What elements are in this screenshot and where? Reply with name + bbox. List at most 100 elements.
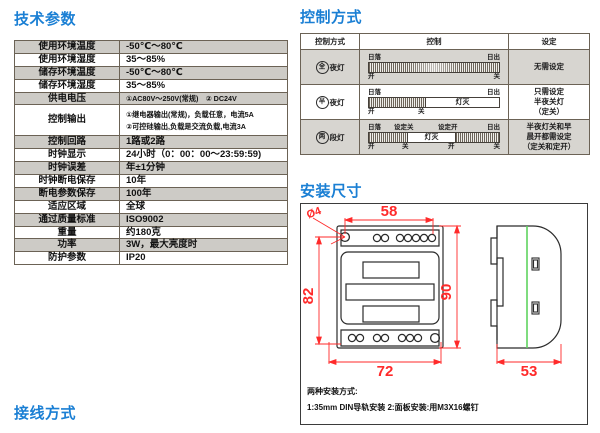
col-header-setting: 设定 bbox=[508, 33, 590, 50]
dim-label-side-width: 53 bbox=[521, 363, 538, 380]
page-title-control-mode: 控制方式 bbox=[300, 9, 363, 26]
dim-label-right-height: 90 bbox=[438, 284, 455, 301]
spec-key: 断电参数保存 bbox=[14, 186, 120, 201]
segment-on bbox=[368, 96, 426, 108]
table-row: 两 段灯 日落 设定关 设定开 日出 灯灭 bbox=[300, 119, 590, 155]
setting-line: （定关和定开） bbox=[522, 142, 576, 152]
spec-key: 储存环境温度 bbox=[14, 65, 120, 80]
setting-line: （定关） bbox=[534, 107, 564, 117]
segment-off: 灯灭 bbox=[408, 131, 456, 143]
spec-value: 约180克 bbox=[119, 225, 288, 240]
table-row: 使用环境温度 -50℃～80℃ bbox=[14, 40, 288, 54]
spec-key: 控制输出 bbox=[14, 104, 120, 137]
control-mode-table: 控制方式 控制 设定 全 夜灯 日落 日出 bbox=[300, 33, 590, 155]
mode-cell-full-night: 全 夜灯 bbox=[300, 49, 360, 85]
page-title-install-dimensions: 安装尺寸 bbox=[300, 183, 363, 200]
side-slots bbox=[531, 257, 540, 315]
spec-value: -50℃～80℃ bbox=[119, 65, 288, 80]
table-row: 供电电压 ①AC80V～250V(常规) ② DC24V bbox=[14, 91, 288, 106]
setting-cell-two-stage: 半夜灯关和早 晨开都需设定 （定关和定开） bbox=[508, 119, 590, 155]
spec-key: 使用环境湿度 bbox=[14, 52, 120, 67]
segment-off: 灯灭 bbox=[426, 96, 500, 108]
segment-on-first bbox=[368, 131, 408, 143]
bar-label-bottom-mid: 关 bbox=[418, 107, 425, 115]
spec-key: 重量 bbox=[14, 225, 120, 240]
install-dimension-diagram: 58 90 82 72 53 Ø4 两种安装方式: 1:35mm DIN导轨安装… bbox=[300, 203, 588, 425]
device-front-outline bbox=[336, 225, 444, 349]
spec-value: IP20 bbox=[119, 251, 288, 266]
table-row: 使用环境湿度 35～85% bbox=[14, 52, 288, 67]
table-row: 全 夜灯 日落 日出 开 关 bbox=[300, 49, 590, 85]
terminal-holes-top bbox=[372, 233, 437, 243]
table-row: 时钟显示 24小时（0：00：00～23:59:59) bbox=[14, 148, 288, 163]
setting-line: 半夜关灯 bbox=[534, 96, 564, 106]
device-front-faceplate bbox=[340, 251, 440, 325]
badge-icon: 半 bbox=[315, 95, 329, 109]
table-row: 时钟误差 年±1分钟 bbox=[14, 161, 288, 175]
terminal-holes-bottom bbox=[347, 333, 423, 343]
timeline-bar bbox=[368, 61, 500, 73]
bar-label-b1: 开 bbox=[368, 142, 375, 150]
control-mode-body: 控制方式 控制 设定 全 夜灯 日落 日出 bbox=[300, 33, 590, 155]
setting-line: 晨开都需设定 bbox=[526, 131, 572, 141]
spec-key: 使用环境温度 bbox=[14, 40, 120, 54]
tech-params-table: 使用环境温度 -50℃～80℃ 使用环境湿度 35～85% 储存环境温度 -50… bbox=[14, 40, 288, 266]
spec-value: 3W，最大亮度时 bbox=[119, 238, 288, 253]
install-caption-line-2: 1:35mm DIN导轨安装 2:面板安装:用M3X16螺钉 bbox=[307, 403, 479, 412]
table-row: 防护参数 IP20 bbox=[14, 251, 288, 266]
dim-label-left-height: 82 bbox=[301, 288, 317, 305]
bar-label-bottom-left: 开 bbox=[368, 107, 375, 115]
install-caption-line-1: 两种安装方式: bbox=[307, 387, 358, 396]
table-row: 适应区域 全球 bbox=[14, 199, 288, 214]
bar-label-bottom-left: 开 bbox=[368, 72, 375, 80]
bar-label-t2: 设定关 bbox=[394, 123, 414, 131]
table-row: 通过质量标准 ISO9002 bbox=[14, 212, 288, 227]
bar-label-top-left: 日落 bbox=[368, 53, 381, 61]
setting-cell-half-night: 只需设定 半夜关灯 （定关） bbox=[508, 84, 590, 120]
spec-key: 通过质量标准 bbox=[14, 212, 120, 227]
spec-key: 时钟误差 bbox=[14, 161, 120, 175]
mode-label: 夜灯 bbox=[329, 62, 345, 72]
mode-cell-half-night: 半 夜灯 bbox=[300, 84, 360, 120]
spec-value: 100年 bbox=[119, 186, 288, 201]
table-row: 储存环境湿度 35～85% bbox=[14, 78, 288, 93]
dim-label-top-width: 58 bbox=[381, 204, 398, 220]
bar-label-b4: 关 bbox=[493, 142, 501, 150]
dim-label-bottom-width: 72 bbox=[377, 363, 394, 380]
spec-value: 35～85% bbox=[119, 78, 288, 93]
spec-value-line-2: ②可控硅输出,负载是交流负载,电流3A bbox=[126, 121, 246, 131]
setting-cell-full-night: 无需设定 bbox=[508, 49, 590, 85]
control-diagram-full-night: 日落 日出 开 关 bbox=[359, 49, 509, 85]
control-diagram-half-night: 日落 日出 灯灭 开 关 bbox=[359, 84, 509, 120]
terminal-strip-bottom bbox=[340, 329, 440, 347]
bar-label-t4: 日出 bbox=[487, 123, 500, 131]
table-row: 控制回路 1路或2路 bbox=[14, 135, 288, 150]
bar-label-t3: 设定开 bbox=[438, 123, 458, 131]
spec-key: 供电电压 bbox=[14, 91, 120, 106]
table-row: 断电参数保存 100年 bbox=[14, 186, 288, 201]
terminal-strip-top bbox=[340, 229, 440, 247]
spec-value: ①AC80V～250V(常规) ② DC24V bbox=[119, 91, 288, 106]
page-title-wiring: 接线方式 bbox=[14, 405, 77, 422]
table-row: 控制输出 ①继电器输出(常规)，负载任意，电流5A ②可控硅输出,负载是交流负载… bbox=[14, 104, 288, 137]
tech-params-body: 使用环境温度 -50℃～80℃ 使用环境湿度 35～85% 储存环境温度 -50… bbox=[14, 40, 288, 266]
spec-key: 储存环境湿度 bbox=[14, 78, 120, 93]
display-window-middle bbox=[345, 283, 435, 301]
table-header-row: 控制方式 控制 设定 bbox=[300, 33, 590, 50]
dim-label-hole-diameter: Ø4 bbox=[305, 205, 324, 222]
bar-label-b3: 开 bbox=[448, 142, 455, 150]
spec-value-line-1: ①继电器输出(常规)，负载任意，电流5A bbox=[126, 109, 254, 119]
bar-label-top-left: 日落 bbox=[368, 88, 381, 96]
bar-label-top-right: 日出 bbox=[487, 53, 500, 61]
spec-key: 防护参数 bbox=[14, 251, 120, 266]
page-title-tech-params: 技术参数 bbox=[14, 11, 77, 28]
table-row: 重量 约180克 bbox=[14, 225, 288, 240]
setting-line: 无需设定 bbox=[534, 61, 564, 71]
badge-icon: 两 bbox=[315, 130, 329, 144]
device-side-outline bbox=[490, 225, 562, 349]
display-window-top bbox=[362, 261, 420, 279]
spec-key: 时钟断电保存 bbox=[14, 174, 120, 188]
spec-key: 适应区域 bbox=[14, 199, 120, 214]
table-row: 储存环境温度 -50℃～80℃ bbox=[14, 65, 288, 80]
bar-label-top-right: 日出 bbox=[487, 88, 500, 96]
